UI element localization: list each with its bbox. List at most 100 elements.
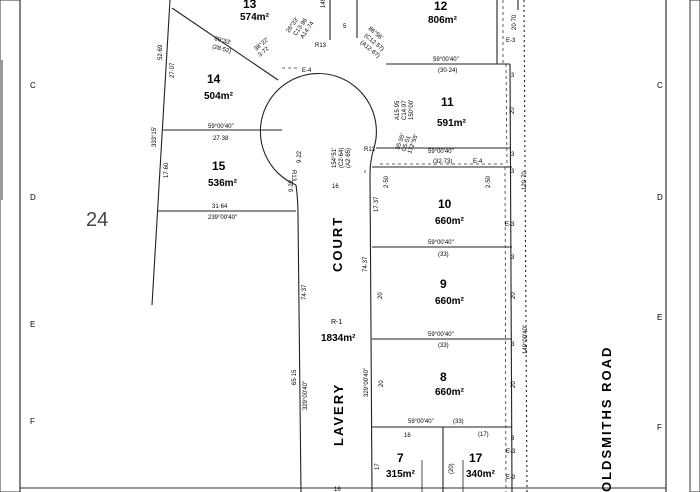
dimension-label: 20 xyxy=(511,292,517,299)
dimension-label: 329°00'40" xyxy=(364,368,370,397)
dimension-label: (32·73) xyxy=(433,159,452,165)
adjacent-lot-number: 24 xyxy=(86,209,108,231)
lot-15-area: 536m² xyxy=(208,178,238,189)
dimension-label: 20 xyxy=(510,107,516,114)
minor-lines xyxy=(421,460,464,492)
dimension-label: 3 xyxy=(511,73,515,79)
dimension-label: 3 xyxy=(511,255,515,261)
dimension-label: E-3 xyxy=(506,449,516,455)
dimension-label: E-3 xyxy=(506,475,516,481)
dimension-label: (C2·64) xyxy=(339,148,345,168)
dimension-label: 149°00'40" xyxy=(321,0,327,8)
dimension-label: 74·37 xyxy=(302,284,308,300)
lot-9-area: 660m² xyxy=(435,296,465,307)
dimension-label: (20) xyxy=(449,463,455,474)
dimension-label: 59°00'40" xyxy=(433,57,459,63)
dimension-label: 20 xyxy=(511,381,517,388)
dimension-label: R13 xyxy=(290,170,296,182)
dimension-label: 59°00'40" xyxy=(408,419,434,425)
dimension-label: 16 xyxy=(404,433,411,439)
road-reserve-number: R-1 xyxy=(331,319,342,326)
lot-17-number: 17 xyxy=(469,451,483,465)
lot-8-number: 8 xyxy=(440,370,447,384)
lot-14-area: 504m² xyxy=(204,91,234,102)
dimension-label: (33) xyxy=(438,252,449,258)
dimension-label: 120·70 xyxy=(522,171,528,190)
road-name-court: COURT xyxy=(330,216,345,272)
dimension-label: (A2·65) xyxy=(346,148,352,168)
dimension-label: 329°00'40" xyxy=(303,381,309,410)
lot-10-area: 660m² xyxy=(435,216,465,227)
dimension-label: (33) xyxy=(453,419,464,425)
dimension-label: 20 xyxy=(379,380,385,387)
easement-lines xyxy=(282,0,508,492)
dimension-label: 239°00'40" xyxy=(208,215,237,221)
dimension-label: 333°15' xyxy=(152,127,158,147)
grid-letter-left-c: C xyxy=(30,81,36,90)
dimension-label: 16 xyxy=(334,487,341,492)
road-name-goldsmiths: OLDSMITHS ROAD xyxy=(599,346,614,492)
dimension-label: 59°00'40" xyxy=(208,124,234,130)
dimension-label: 9·22 xyxy=(297,150,303,163)
dimension-label: 17·37 xyxy=(374,196,380,212)
dimension-label: E-4 xyxy=(302,68,312,74)
lot-11-area: 591m² xyxy=(437,118,467,129)
dimension-label: E-4 xyxy=(473,159,483,165)
dimension-label: 3 xyxy=(511,342,515,348)
dimension-label: 2·50 xyxy=(384,175,390,188)
lot-7-area: 315m² xyxy=(386,469,416,480)
dimension-label: 89°33' xyxy=(213,36,231,46)
dimension-label: 16 xyxy=(332,184,339,190)
dimension-label: A15·95 xyxy=(395,100,401,120)
dimension-label: (33) xyxy=(438,343,449,349)
dimension-label: 17·60 xyxy=(164,162,170,178)
dimension-label: 59°00'40" xyxy=(428,332,454,338)
lot-9-number: 9 xyxy=(440,277,447,291)
lot-11-number: 11 xyxy=(441,95,454,109)
dimension-label: 9·22 xyxy=(289,179,295,192)
road-name-lavery: LAVERY xyxy=(331,383,346,446)
dimension-label: (17) xyxy=(478,432,489,438)
lot-12-number: 12 xyxy=(434,0,448,13)
dimension-label: 3 xyxy=(511,152,515,158)
dimension-label: 55·55' xyxy=(395,133,406,151)
dimension-label: E-3 xyxy=(506,38,516,44)
lot-17-area: 340m² xyxy=(466,469,496,480)
lot-13-area: 574m² xyxy=(240,12,270,23)
dimension-label: 59°00'40" xyxy=(428,149,454,155)
dimension-label: 149°00'40" xyxy=(523,325,529,354)
grid-letter-left-e: E xyxy=(30,320,35,329)
dimension-label: R13 xyxy=(364,147,376,153)
road-reserve-area: 1834m² xyxy=(321,333,356,344)
dimension-label: 31·64 xyxy=(212,204,228,210)
dimension-label: 17 xyxy=(375,463,381,470)
dimension-label: (28·52) xyxy=(211,44,231,55)
lot-10-number: 10 xyxy=(438,197,452,211)
lot-14-number: 14 xyxy=(207,72,221,86)
dimension-label: 27·38 xyxy=(213,136,229,142)
lot-8-area: 660m² xyxy=(435,387,465,398)
dimension-label: (30·24) xyxy=(438,68,457,74)
dimension-label: 65·15 xyxy=(292,369,298,385)
lot-12-area: 806m² xyxy=(428,15,458,26)
dimension-label: 3 xyxy=(511,436,515,442)
dimension-label: 154°51' xyxy=(332,148,338,168)
dimension-label: 150°00' xyxy=(409,100,415,120)
dimension-label: C14·97 xyxy=(402,100,408,120)
dimension-label: 74·37 xyxy=(363,256,369,272)
grid-letter-left-f: F xyxy=(30,417,35,426)
grid-letter-left-d: D xyxy=(30,193,36,202)
dimension-label: 20·70 xyxy=(512,14,518,30)
lot-13-number: 13 xyxy=(243,0,257,11)
dimension-label: C5·51 xyxy=(401,135,412,153)
grid-letter-right-c: C xyxy=(657,81,663,90)
dimension-label: 27·07 xyxy=(170,62,176,78)
dimension-label: E-3 xyxy=(505,222,515,228)
dimension-label: R13 xyxy=(315,43,327,49)
dimension-label: 20 xyxy=(378,292,384,299)
grid-letter-right-d: D xyxy=(657,193,663,202)
dimension-label: 59°00'40" xyxy=(428,240,454,246)
dimension-label: 52·69 xyxy=(158,44,164,60)
